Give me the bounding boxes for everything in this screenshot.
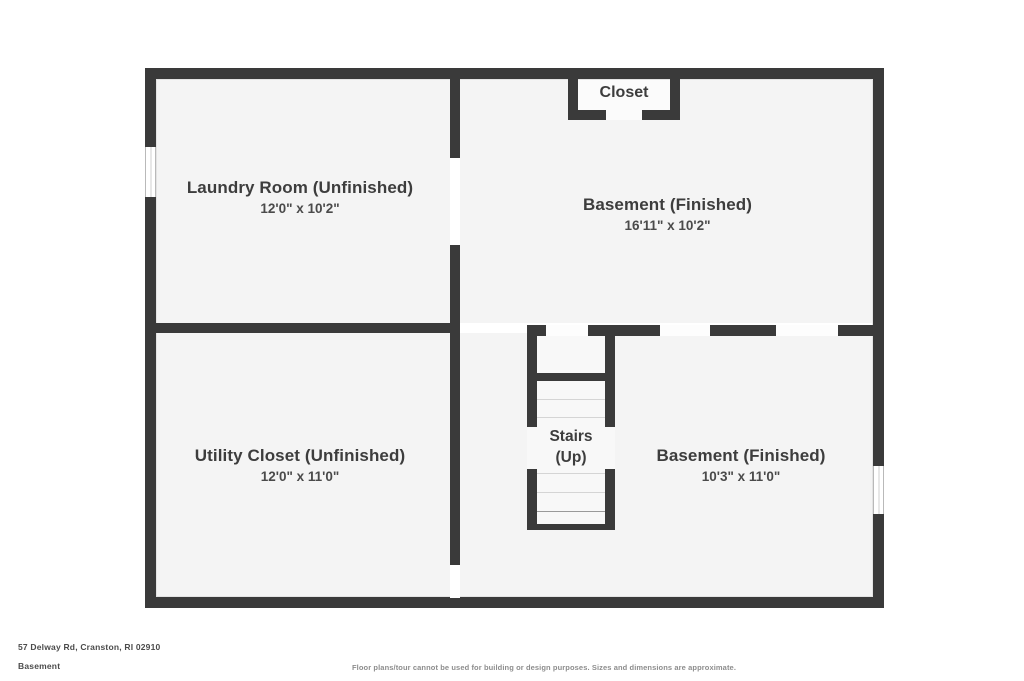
interior-wall-vertical-upper-a <box>450 73 460 158</box>
closet-label: Closet <box>599 84 649 101</box>
property-address: 57 Delway Rd, Cranston, RI 02910 <box>18 642 161 652</box>
stairs-label-line2: (Up) <box>527 447 615 469</box>
utility-closet-dimensions: 12'0" x 11'0" <box>260 469 340 485</box>
interior-wall-right-seg-2 <box>588 325 660 336</box>
window-right-basement <box>873 462 884 518</box>
stairs-wall-bottom <box>527 524 615 530</box>
closet-floor <box>574 76 674 116</box>
closet-wall-bottom-left <box>568 110 606 120</box>
basement-lower-name: Basement (Finished) <box>656 446 826 465</box>
closet-wall-bottom-right <box>642 110 680 120</box>
interior-wall-right-seg-4 <box>838 325 883 336</box>
laundry-room-label: Laundry Room (Unfinished) 12'0" x 10'2" <box>150 178 450 217</box>
stair-tread <box>537 399 605 400</box>
window-left-laundry-cap-top <box>145 143 156 147</box>
interior-wall-vertical-upper-b <box>450 245 460 328</box>
laundry-room-dimensions: 12'0" x 10'2" <box>260 201 340 217</box>
stairs-label-line1: Stairs <box>527 427 615 448</box>
laundry-room-name: Laundry Room (Unfinished) <box>186 178 414 197</box>
window-right-basement-cap-top <box>873 462 884 466</box>
basement-upper-name: Basement (Finished) <box>582 195 753 214</box>
interior-outline <box>156 79 873 597</box>
disclaimer-text: Floor plans/tour cannot be used for buil… <box>352 663 737 672</box>
exterior-wall-right <box>873 68 884 608</box>
exterior-wall-left <box>145 68 156 608</box>
basement-lower-label: Basement (Finished) 10'3" x 11'0" <box>617 446 865 485</box>
utility-closet-label: Utility Closet (Unfinished) 12'0" x 11'0… <box>150 446 450 485</box>
laundry-room-floor <box>150 73 450 323</box>
closet-wall-left <box>568 73 578 120</box>
doorway-laundry-to-basement[interactable] <box>450 158 460 245</box>
closet-wall-right <box>670 73 680 120</box>
stair-tread <box>537 492 605 493</box>
window-right-basement-cap-bottom <box>873 514 884 518</box>
basement-upper-dimensions: 16'11" x 10'2" <box>624 218 711 234</box>
exterior-wall-top <box>145 68 884 79</box>
window-left-laundry-cap-bottom <box>145 197 156 201</box>
opening-basement-2[interactable] <box>660 325 710 336</box>
closet-doorway[interactable] <box>606 110 642 120</box>
interior-wall-horizontal-left <box>150 323 460 333</box>
doorway-utility-to-basement[interactable] <box>450 565 460 598</box>
stairs-landing-divider <box>527 373 615 381</box>
basement-upper-label: Basement (Finished) 16'11" x 10'2" <box>460 195 875 234</box>
exterior-wall-bottom <box>145 597 884 608</box>
stairs-label: Stairs (Up) <box>527 427 615 469</box>
interior-wall-vertical-lower <box>450 328 460 565</box>
utility-closet-floor <box>150 333 450 603</box>
floor-label: Basement <box>18 661 61 671</box>
utility-closet-name: Utility Closet (Unfinished) <box>194 446 406 465</box>
floor-plan-canvas: Closet Stairs (Up) Laundry Room (Unfinis… <box>0 0 1024 628</box>
opening-basement-1[interactable] <box>546 325 588 336</box>
interior-wall-right-seg-3 <box>710 325 776 336</box>
stair-tread <box>537 473 605 474</box>
stair-tread <box>537 511 605 512</box>
footer: 57 Delway Rd, Cranston, RI 02910 Basemen… <box>0 628 1024 681</box>
stair-tread <box>537 417 605 418</box>
basement-lower-dimensions: 10'3" x 11'0" <box>701 469 781 485</box>
opening-basement-3[interactable] <box>776 325 838 336</box>
window-left-laundry <box>145 143 156 201</box>
